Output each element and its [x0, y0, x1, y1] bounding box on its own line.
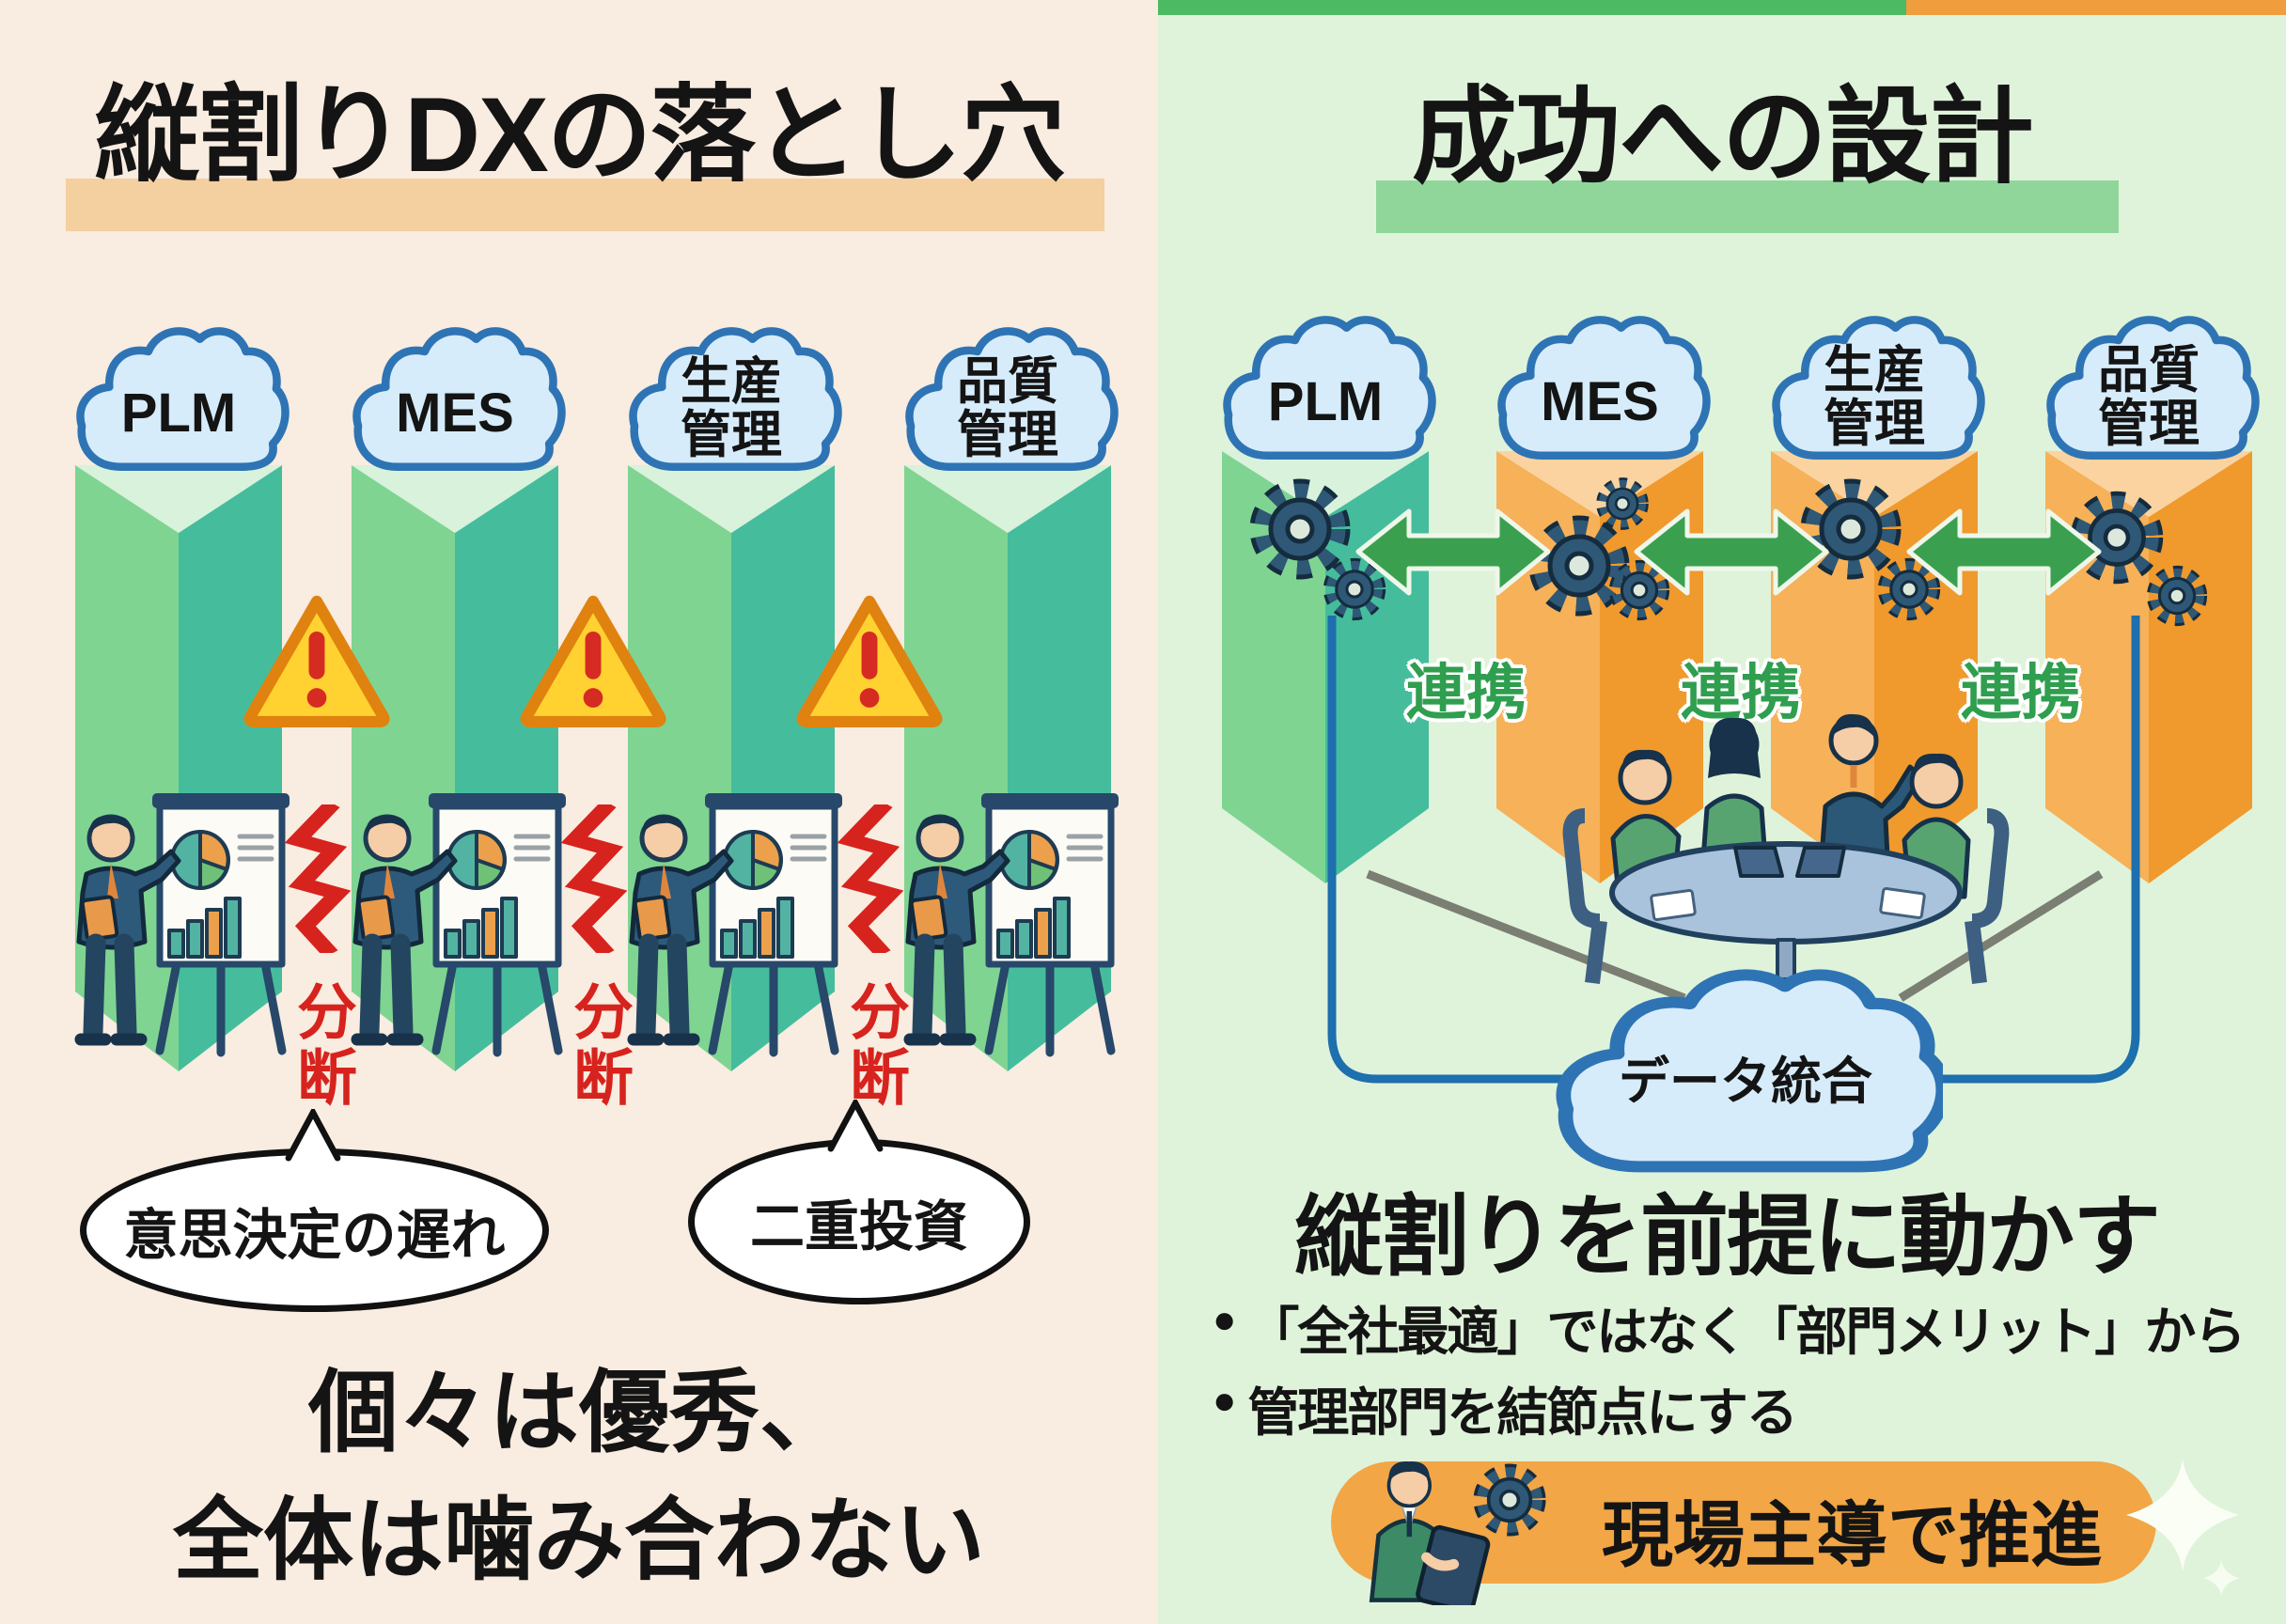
disconnect-zigzag-icon	[270, 804, 364, 953]
bullet-text-1: 「全社最適」ではなく「部門メリット」から	[1247, 1303, 2246, 1361]
disconnect-zigzag-icon	[546, 804, 640, 953]
sparkle-icon	[2126, 1459, 2240, 1597]
bullet-dot: ●	[1213, 1297, 1236, 1341]
cloud-label-plm-left: PLM	[120, 383, 237, 445]
disconnect-label: 分断	[841, 980, 909, 1112]
presenter-illustration	[895, 780, 1120, 1062]
data-integration-label: データ統合	[1619, 1053, 1872, 1110]
left-conclusion: 個々は優秀、 全体は噛み合わない	[0, 1350, 1158, 1606]
cloud-label-mes-left: MES	[396, 383, 514, 445]
bullet-text-2: 管理部門を結節点にする	[1247, 1383, 1798, 1442]
top-bar-green	[1158, 0, 1906, 15]
bullet-item: ● 管理部門を結節点にする	[1213, 1370, 2275, 1445]
right-panel-title: 成功への設計	[1412, 78, 2034, 195]
top-bar-orange	[1906, 0, 2286, 15]
speech-bubble-decision-delay: 意思決定の遅れ	[80, 1148, 549, 1312]
right-title-highlight	[1376, 180, 2119, 233]
link-label: 連携	[1961, 659, 2081, 726]
cloud-label-seisan-left: 生産管理	[681, 352, 782, 463]
warning-icon	[794, 590, 945, 731]
link-arrow-icon	[1354, 508, 1552, 597]
badge-label: 現場主導で推進	[1602, 1496, 2102, 1576]
conclusion-line-1: 個々は優秀、	[308, 1363, 850, 1463]
cloud-label-hinshitsu-left: 品質管理	[957, 352, 1058, 463]
left-panel-title: 縦割りDXの落とし穴	[94, 76, 1066, 194]
conclusion-line-2: 全体は噛み合わない	[173, 1491, 985, 1592]
speech-bubble-double-investment: 二重投資	[688, 1139, 1030, 1304]
speech-bubble-tail	[277, 1109, 349, 1162]
speech-bubble-tail	[820, 1100, 891, 1152]
cloud-label-plm-right: PLM	[1267, 371, 1384, 433]
left-title-highlight	[66, 179, 1104, 231]
disconnect-label: 分断	[289, 980, 356, 1112]
disconnect-zigzag-icon	[822, 804, 916, 953]
cloud-label-mes-right: MES	[1541, 371, 1659, 433]
presenter-illustration	[618, 780, 844, 1062]
link-label: 連携	[1681, 659, 1801, 726]
bullet-dot: ●	[1213, 1378, 1236, 1422]
bullet-item: ● 「全社最適」ではなく「部門メリット」から	[1213, 1289, 2275, 1365]
link-label: 連携	[1406, 659, 1527, 726]
presenter-illustration	[66, 780, 291, 1062]
link-arrow-icon	[1905, 508, 2103, 597]
warning-icon	[518, 590, 668, 731]
badge-gear-icon	[1466, 1457, 1553, 1543]
disconnect-label: 分断	[565, 980, 633, 1112]
cloud-label-seisan-right: 生産管理	[1824, 341, 1925, 452]
right-subheading: 縦割りを前提に動かす	[1293, 1187, 2161, 1286]
link-arrow-icon	[1633, 508, 1830, 597]
warning-icon	[242, 590, 392, 731]
cloud-label-hinshitsu-right: 品質管理	[2098, 341, 2200, 452]
presenter-illustration	[342, 780, 568, 1062]
